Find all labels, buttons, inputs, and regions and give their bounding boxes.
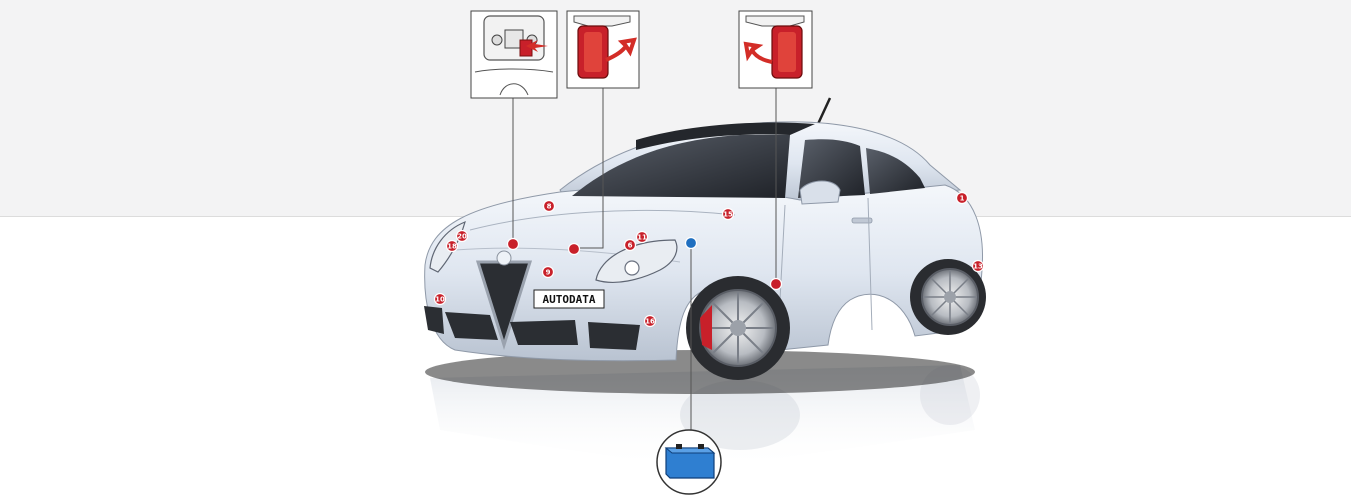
brake-caliper <box>700 305 712 350</box>
hotspot-label: 18 <box>447 243 457 251</box>
number-plate-text: AUTODATA <box>543 293 596 306</box>
bonnet-release-icon <box>474 15 554 96</box>
hotspot-label: 11 <box>637 234 647 242</box>
hotspot-label: 13 <box>973 263 983 271</box>
hotspot-label: 16 <box>645 318 655 326</box>
hotspot-dot <box>684 236 698 250</box>
hotspot-point-13[interactable] <box>769 277 783 291</box>
hotspot-18[interactable]: 18 <box>445 239 459 253</box>
car-shadow <box>425 350 975 394</box>
hotspot-dot <box>445 239 459 253</box>
battery-icon <box>664 444 716 479</box>
hotspot-10[interactable]: 10 <box>433 292 447 306</box>
hotspot-15[interactable]: 15 <box>721 207 735 221</box>
door-handle <box>851 217 873 224</box>
antenna <box>816 97 832 125</box>
windscreen <box>572 135 790 198</box>
hotspot-dot <box>506 237 520 251</box>
lower-grille-left <box>445 312 498 340</box>
callout-fuel-flap-open[interactable] <box>566 10 640 89</box>
callout-bonnet-release[interactable] <box>470 10 558 99</box>
headlight-right <box>595 239 678 283</box>
hotspot-label: 9 <box>546 269 551 277</box>
fog-light-right <box>588 322 640 350</box>
hotspot-6[interactable]: 6 <box>623 238 637 252</box>
fog-light-left <box>424 306 444 334</box>
fuel-flap-open-icon <box>573 15 637 79</box>
hotspot-dot <box>955 191 969 205</box>
hotspot-dot <box>433 292 447 306</box>
hotspot-dot <box>567 242 581 256</box>
door-mirror <box>799 180 841 205</box>
hotspot-dot <box>721 207 735 221</box>
hotspot-dot <box>971 259 985 273</box>
leader-lines <box>512 88 777 430</box>
headlight-lens <box>624 260 640 276</box>
number-plate <box>533 289 605 309</box>
hotspot-dot <box>541 265 555 279</box>
hotspot-13[interactable]: 13 <box>971 259 985 273</box>
hotspot-dot <box>769 277 783 291</box>
hotspot-label: 6 <box>628 242 633 250</box>
hotspot-16[interactable]: 16 <box>643 314 657 328</box>
hotspot-label: 8 <box>547 203 552 211</box>
hotspot-label: 10 <box>435 296 445 304</box>
hotspot-dot <box>623 238 637 252</box>
hotspot-1[interactable]: 1 <box>955 191 969 205</box>
hotspot-dot <box>455 229 469 243</box>
callout-battery[interactable] <box>656 429 722 495</box>
hotspot-dot <box>643 314 657 328</box>
car-reflection <box>430 365 980 470</box>
fuel-flap-close-icon <box>743 15 805 79</box>
hotspot-point-6[interactable] <box>567 242 581 256</box>
hotspot-dot <box>542 199 556 213</box>
sunroof <box>636 122 815 150</box>
callout-fuel-flap-close[interactable] <box>738 10 813 89</box>
hotspot-11[interactable]: 11 <box>635 230 649 244</box>
hotspot-label: 1 <box>960 195 965 203</box>
hotspot-9[interactable]: 9 <box>541 265 555 279</box>
hotspot-label: 15 <box>723 211 733 219</box>
front-wheel <box>686 276 790 380</box>
rear-wheel <box>910 259 986 335</box>
hotspot-8[interactable]: 8 <box>542 199 556 213</box>
hotspot-label: 20 <box>457 233 467 241</box>
lower-grille-center <box>510 320 578 345</box>
hotspot-20[interactable]: 20 <box>455 229 469 243</box>
badge <box>496 250 512 266</box>
hotspot-point-5[interactable] <box>506 237 520 251</box>
rear-side-window <box>866 148 925 194</box>
hotspot-point-9[interactable] <box>684 236 698 250</box>
hotspot-dot <box>635 230 649 244</box>
